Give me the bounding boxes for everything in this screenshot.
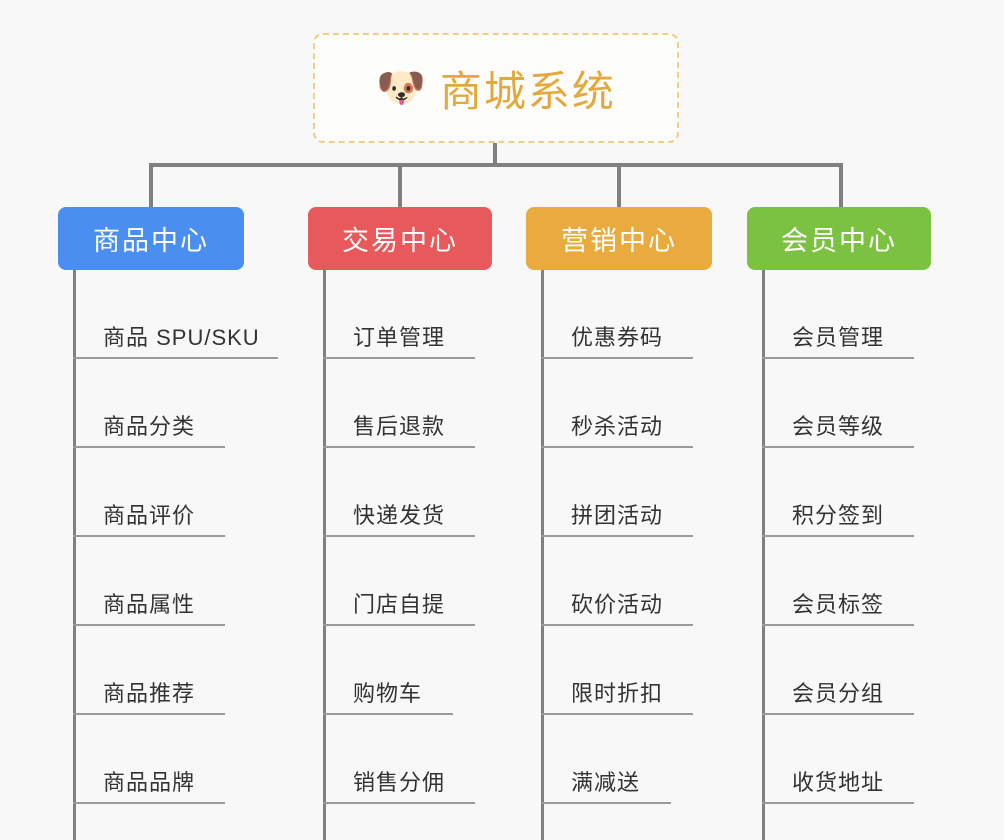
leaf-item[interactable]: 购物车	[308, 626, 492, 715]
root-node[interactable]: 🐶 商城系统	[313, 33, 679, 143]
branch-header-trade-center[interactable]: 交易中心	[308, 207, 492, 270]
leaf-label: 购物车	[353, 681, 423, 706]
leaf-label: 门店自提	[353, 592, 446, 617]
leaf-underline	[323, 624, 475, 626]
leaf-label: 商品分类	[103, 414, 196, 439]
connector-horizontal-bus	[149, 163, 843, 167]
leaf-label: 快递发货	[353, 503, 446, 528]
leaf-label: 会员等级	[792, 414, 885, 439]
leaf-label: 商品推荐	[103, 681, 196, 706]
leaf-underline	[762, 446, 914, 448]
leaf-list-trade-center: 订单管理 售后退款 快递发货 门店自提 购物车 销售分佣	[308, 270, 492, 804]
branch-marketing-center: 营销中心 优惠券码 秒杀活动 拼团活动 砍价活动 限时折扣	[526, 207, 712, 840]
leaf-label: 商品 SPU/SKU	[103, 325, 260, 350]
root-title: 商城系统	[439, 67, 616, 115]
leaf-underline	[323, 535, 475, 537]
leaf-label: 积分签到	[792, 503, 885, 528]
leaf-underline	[762, 624, 914, 626]
branch-header-marketing-center[interactable]: 营销中心	[526, 207, 712, 270]
leaf-label: 拼团活动	[571, 503, 664, 528]
shiba-dog-emoji-icon: 🐶	[376, 66, 426, 110]
leaf-underline	[762, 535, 914, 537]
leaf-item[interactable]: 商品分类	[58, 359, 274, 448]
leaf-label: 销售分佣	[353, 770, 446, 795]
leaf-underline	[323, 446, 475, 448]
leaf-label: 秒杀活动	[571, 414, 664, 439]
branch-spine-member-center	[762, 270, 765, 840]
leaf-label: 满减送	[571, 770, 641, 795]
leaf-label: 优惠券码	[571, 325, 664, 350]
leaf-label: 商品评价	[103, 503, 196, 528]
leaf-label: 会员管理	[792, 325, 885, 350]
leaf-underline	[541, 446, 693, 448]
branch-spine-trade-center	[323, 270, 326, 840]
leaf-underline	[541, 535, 693, 537]
leaf-item[interactable]: 拼团活动	[526, 448, 712, 537]
leaf-item[interactable]: 商品属性	[58, 537, 274, 626]
leaf-item[interactable]: 秒杀活动	[526, 359, 712, 448]
leaf-item[interactable]: 售后退款	[308, 359, 492, 448]
connector-drop-4	[839, 163, 843, 208]
leaf-item[interactable]: 会员管理	[747, 270, 931, 359]
leaf-label: 会员标签	[792, 592, 885, 617]
branch-trade-center: 交易中心 订单管理 售后退款 快递发货 门店自提 购物车	[308, 207, 492, 840]
connector-drop-1	[149, 163, 153, 208]
leaf-underline	[73, 357, 278, 359]
leaf-item[interactable]: 积分签到	[747, 448, 931, 537]
connector-drop-3	[617, 163, 621, 208]
leaf-label: 订单管理	[353, 325, 446, 350]
leaf-item[interactable]: 优惠券码	[526, 270, 712, 359]
leaf-underline	[73, 446, 225, 448]
leaf-underline	[762, 802, 914, 804]
branch-spine-marketing-center	[541, 270, 544, 840]
leaf-underline	[541, 624, 693, 626]
leaf-underline	[323, 713, 453, 715]
leaf-label: 商品属性	[103, 592, 196, 617]
leaf-underline	[541, 802, 671, 804]
leaf-item[interactable]: 砍价活动	[526, 537, 712, 626]
leaf-list-marketing-center: 优惠券码 秒杀活动 拼团活动 砍价活动 限时折扣 满减送	[526, 270, 712, 804]
leaf-item[interactable]: 会员等级	[747, 359, 931, 448]
leaf-item[interactable]: 满减送	[526, 715, 712, 804]
leaf-underline	[73, 802, 225, 804]
leaf-underline	[541, 713, 693, 715]
branch-member-center: 会员中心 会员管理 会员等级 积分签到 会员标签 会员分组	[747, 207, 931, 840]
leaf-label: 售后退款	[353, 414, 446, 439]
leaf-item[interactable]: 快递发货	[308, 448, 492, 537]
leaf-label: 砍价活动	[571, 592, 664, 617]
leaf-underline	[541, 357, 693, 359]
leaf-underline	[73, 713, 225, 715]
leaf-underline	[762, 357, 914, 359]
leaf-item[interactable]: 商品 SPU/SKU	[58, 270, 278, 359]
leaf-label: 会员分组	[792, 681, 885, 706]
branch-spine-product-center	[73, 270, 76, 840]
leaf-item[interactable]: 销售分佣	[308, 715, 492, 804]
leaf-item[interactable]: 商品评价	[58, 448, 274, 537]
leaf-item[interactable]: 限时折扣	[526, 626, 712, 715]
leaf-label: 限时折扣	[571, 681, 664, 706]
leaf-item[interactable]: 商品推荐	[58, 626, 274, 715]
connector-drop-2	[398, 163, 402, 208]
leaf-underline	[73, 535, 225, 537]
branch-product-center: 商品中心 商品 SPU/SKU 商品分类 商品评价 商品属性 商品推荐	[58, 207, 278, 840]
leaf-list-member-center: 会员管理 会员等级 积分签到 会员标签 会员分组 收货地址	[747, 270, 931, 804]
leaf-item[interactable]: 会员分组	[747, 626, 931, 715]
leaf-item[interactable]: 门店自提	[308, 537, 492, 626]
branch-header-member-center[interactable]: 会员中心	[747, 207, 931, 270]
leaf-list-product-center: 商品 SPU/SKU 商品分类 商品评价 商品属性 商品推荐 商品品牌	[58, 270, 278, 804]
leaf-item[interactable]: 商品品牌	[58, 715, 274, 804]
leaf-item[interactable]: 收货地址	[747, 715, 931, 804]
leaf-item[interactable]: 会员标签	[747, 537, 931, 626]
leaf-label: 收货地址	[792, 770, 885, 795]
leaf-item[interactable]: 订单管理	[308, 270, 492, 359]
connector-root-stem	[493, 143, 497, 165]
leaf-label: 商品品牌	[103, 770, 196, 795]
leaf-underline	[323, 357, 475, 359]
branch-header-product-center[interactable]: 商品中心	[58, 207, 244, 270]
leaf-underline	[73, 624, 225, 626]
leaf-underline	[323, 802, 475, 804]
leaf-underline	[762, 713, 914, 715]
